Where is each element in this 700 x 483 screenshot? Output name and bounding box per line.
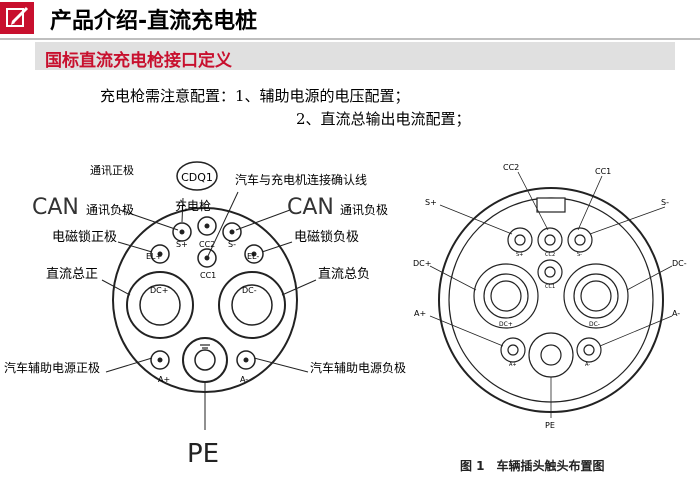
pin-label-dc-plus: DC+ bbox=[150, 286, 168, 295]
label-can-right-sub: 通讯负极 bbox=[340, 203, 388, 217]
label-dc-total-positive: 直流总正 bbox=[46, 267, 98, 282]
pin-label-cc2: CC2 bbox=[199, 240, 215, 249]
plug-pin-a-plus bbox=[500, 337, 526, 363]
label-comm-positive: 通讯正极 bbox=[90, 163, 134, 177]
plug-pin-dc-plus bbox=[473, 263, 539, 329]
pin-label-el-minus: EL- bbox=[247, 252, 259, 261]
pin-label-s-plus: S+ bbox=[176, 240, 188, 249]
section-subtitle: 国标直流充电枪接口定义 bbox=[45, 51, 232, 71]
label-can-left-sub: 通讯负极 bbox=[86, 203, 134, 217]
pin-el-plus bbox=[150, 244, 170, 264]
note-line-2: 2、直流总输出电流配置； bbox=[296, 110, 471, 128]
left-connector-diagram: CDQ1 EL+ S+ CC2 S- EL- CC1 DC+ DC- A+ A-… bbox=[4, 161, 406, 469]
plug-label-pe: PE bbox=[545, 421, 555, 430]
pin-dc-plus bbox=[126, 271, 194, 339]
plug-inner-label-cc2: CC2 bbox=[545, 252, 555, 258]
pin-label-a-plus: A+ bbox=[158, 375, 170, 384]
plug-inner-label-s-minus: S- bbox=[577, 252, 582, 258]
label-lock-negative: 电磁锁负极 bbox=[294, 229, 359, 245]
subtitle-bar bbox=[35, 42, 675, 70]
plug-inner-label-a-minus: A- bbox=[585, 362, 590, 368]
cdq1-label: CDQ1 bbox=[181, 171, 213, 184]
plug-pin-dc-minus bbox=[563, 263, 629, 329]
plug-label-cc2: CC2 bbox=[503, 163, 519, 172]
pin-el-minus bbox=[244, 244, 264, 264]
plug-label-s-plus: S+ bbox=[425, 198, 437, 207]
pin-label-s-minus: S- bbox=[228, 240, 236, 249]
plug-label-a-minus: A- bbox=[672, 309, 680, 318]
pin-label-el-plus: EL+ bbox=[146, 252, 162, 261]
pin-a-plus bbox=[150, 350, 170, 370]
plug-pin-a-minus bbox=[576, 337, 602, 363]
label-confirm-line: 汽车与充电机连接确认线 bbox=[235, 172, 367, 187]
pin-dc-minus bbox=[218, 271, 286, 339]
label-aux-negative: 汽车辅助电源负极 bbox=[310, 360, 406, 375]
label-aux-positive: 汽车辅助电源正极 bbox=[4, 360, 100, 375]
plug-inner-label-dc-minus: DC- bbox=[589, 321, 600, 328]
pin-s-minus bbox=[222, 222, 242, 242]
label-can-right: CAN bbox=[287, 195, 334, 220]
plug-pin-cc1 bbox=[537, 259, 563, 285]
right-connector-diagram: S+ CC2 S- CC1 DC+ DC- A+ A- CC2 CC1 S+ S… bbox=[413, 163, 687, 430]
title-divider bbox=[0, 38, 700, 40]
plug-label-dc-plus: DC+ bbox=[413, 259, 431, 268]
plug-inner-label-cc1: CC1 bbox=[545, 284, 555, 290]
cdq1-marker bbox=[176, 161, 218, 191]
pin-a-minus bbox=[236, 350, 256, 370]
plug-key bbox=[536, 197, 566, 213]
edit-icon bbox=[0, 2, 34, 34]
page-title: 产品介绍-直流充电桩 bbox=[50, 9, 258, 34]
pin-label-cc1: CC1 bbox=[200, 271, 216, 280]
plug-inner-label-dc-plus: DC+ bbox=[499, 321, 513, 328]
plug-label-s-minus: S- bbox=[661, 198, 669, 207]
pin-label-a-minus: A- bbox=[240, 375, 248, 384]
note-line-1: 充电枪需注意配置：1、辅助电源的电压配置； bbox=[100, 87, 410, 105]
pin-cc2 bbox=[197, 216, 217, 236]
figure-caption: 图 1 车辆插头触头布置图 bbox=[460, 459, 605, 473]
plug-label-a-plus: A+ bbox=[414, 309, 426, 318]
plug-inner-label-s-plus: S+ bbox=[516, 252, 523, 258]
pin-label-dc-minus: DC- bbox=[242, 286, 257, 295]
plug-label-cc1: CC1 bbox=[595, 167, 611, 176]
label-dc-total-negative: 直流总负 bbox=[318, 267, 370, 282]
pin-s-plus bbox=[172, 222, 192, 242]
label-lock-positive: 电磁锁正极 bbox=[52, 229, 117, 245]
label-can-left: CAN bbox=[32, 195, 79, 220]
plug-pin-pe bbox=[528, 332, 574, 378]
label-gun: 充电枪 bbox=[175, 198, 211, 213]
plug-inner-label-a-plus: A+ bbox=[509, 362, 517, 368]
label-pe: PE bbox=[187, 439, 219, 469]
plug-pin-s-plus bbox=[507, 227, 533, 253]
plug-pin-cc2 bbox=[537, 227, 563, 253]
plug-label-dc-minus: DC- bbox=[672, 259, 687, 268]
pin-cc1 bbox=[197, 248, 217, 268]
plug-pin-s-minus bbox=[567, 227, 593, 253]
